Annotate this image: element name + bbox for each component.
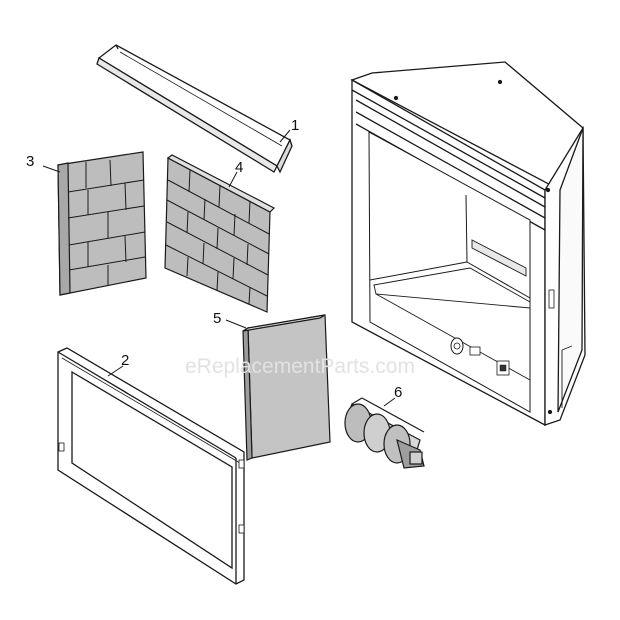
callout-4: 4 [235,159,243,176]
part-5-rear-panel[interactable] [242,314,331,461]
part-3-left-brick-liner[interactable] [57,151,147,296]
part-2-front-frame[interactable] [57,347,245,585]
leader-lines [42,129,396,407]
part-6-burner-assembly[interactable] [344,397,425,469]
fireplace-enclosure[interactable] [350,61,586,427]
watermark-text: eReplacementParts.com [185,355,415,378]
callout-2: 2 [121,352,129,369]
callout-6: 6 [394,384,402,401]
callout-3: 3 [26,153,34,170]
callout-5: 5 [213,310,221,327]
callout-1: 1 [291,117,299,134]
part-1-lintel[interactable] [96,44,293,174]
part-4-right-brick-liner[interactable] [164,154,276,313]
